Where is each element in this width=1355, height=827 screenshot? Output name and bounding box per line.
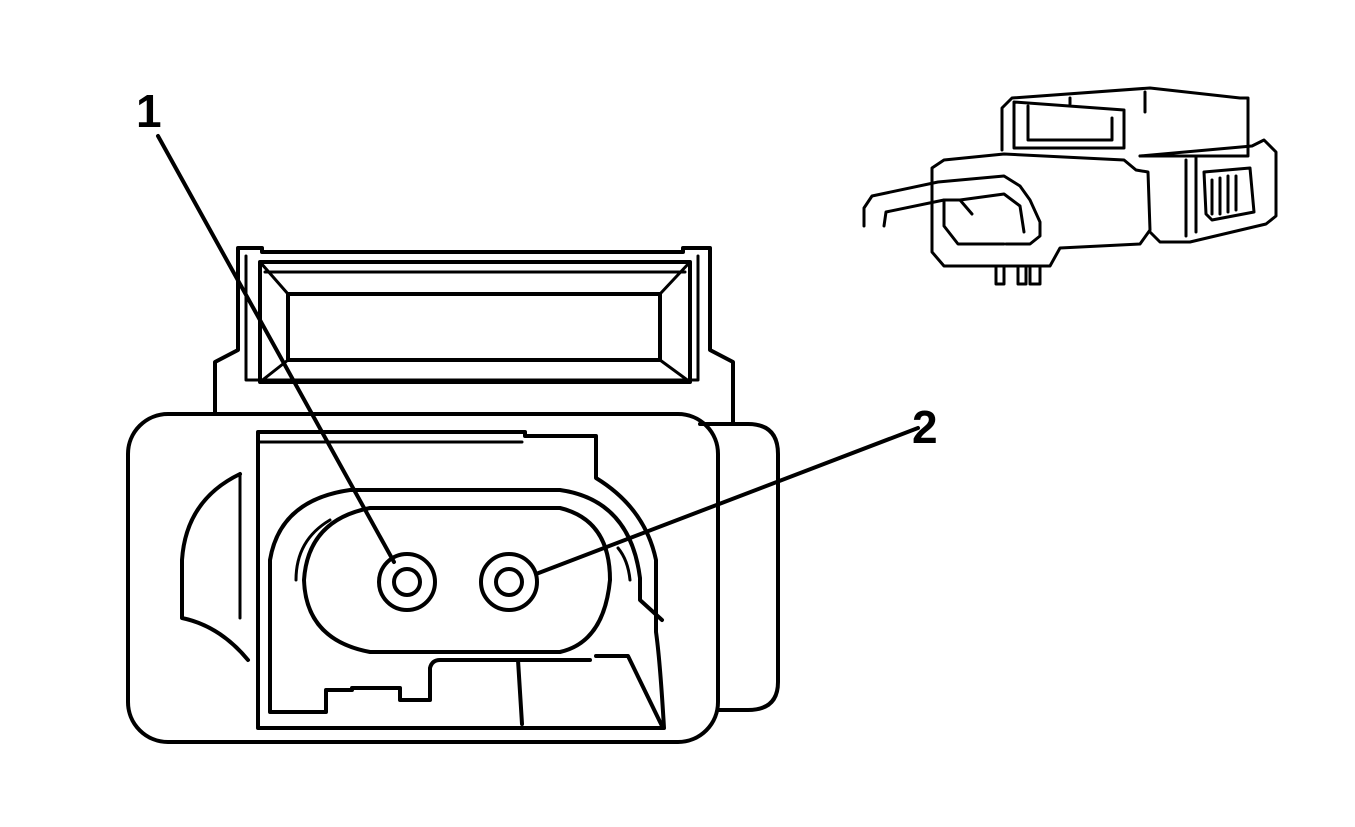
connector-body bbox=[126, 412, 720, 744]
callout-1-leader bbox=[156, 134, 396, 564]
callout-2-leader bbox=[534, 426, 920, 576]
connector-face-view bbox=[126, 134, 920, 744]
iso-latch-tab-inner bbox=[942, 192, 1026, 246]
callout-label-2: 2 bbox=[912, 401, 938, 453]
terminal-seal-outer bbox=[268, 488, 664, 622]
latch-window bbox=[286, 292, 662, 362]
iso-rear bbox=[1138, 138, 1278, 244]
latch-bevel bbox=[258, 260, 692, 384]
terminal-insert-inner bbox=[294, 518, 632, 582]
iso-body bbox=[930, 152, 1152, 268]
connector-isometric-view bbox=[862, 86, 1278, 286]
terminal-seal-lower bbox=[268, 578, 592, 726]
iso-pins bbox=[994, 264, 1042, 286]
latch-inner-outer bbox=[258, 260, 692, 384]
inner-cavity bbox=[256, 430, 666, 730]
terminal-1 bbox=[377, 552, 437, 612]
left-cavity-wall bbox=[180, 472, 250, 662]
terminal-seal-lower-right bbox=[594, 654, 664, 728]
iso-latch-tab bbox=[862, 174, 1042, 246]
callout-label-1: 1 bbox=[136, 85, 162, 137]
latch-housing bbox=[213, 246, 735, 426]
iso-latch-window bbox=[1012, 90, 1147, 150]
terminal-2 bbox=[479, 552, 539, 612]
connector-side-wall bbox=[698, 422, 780, 712]
iso-rear-detail bbox=[1184, 154, 1256, 238]
terminal-insert bbox=[302, 506, 612, 654]
